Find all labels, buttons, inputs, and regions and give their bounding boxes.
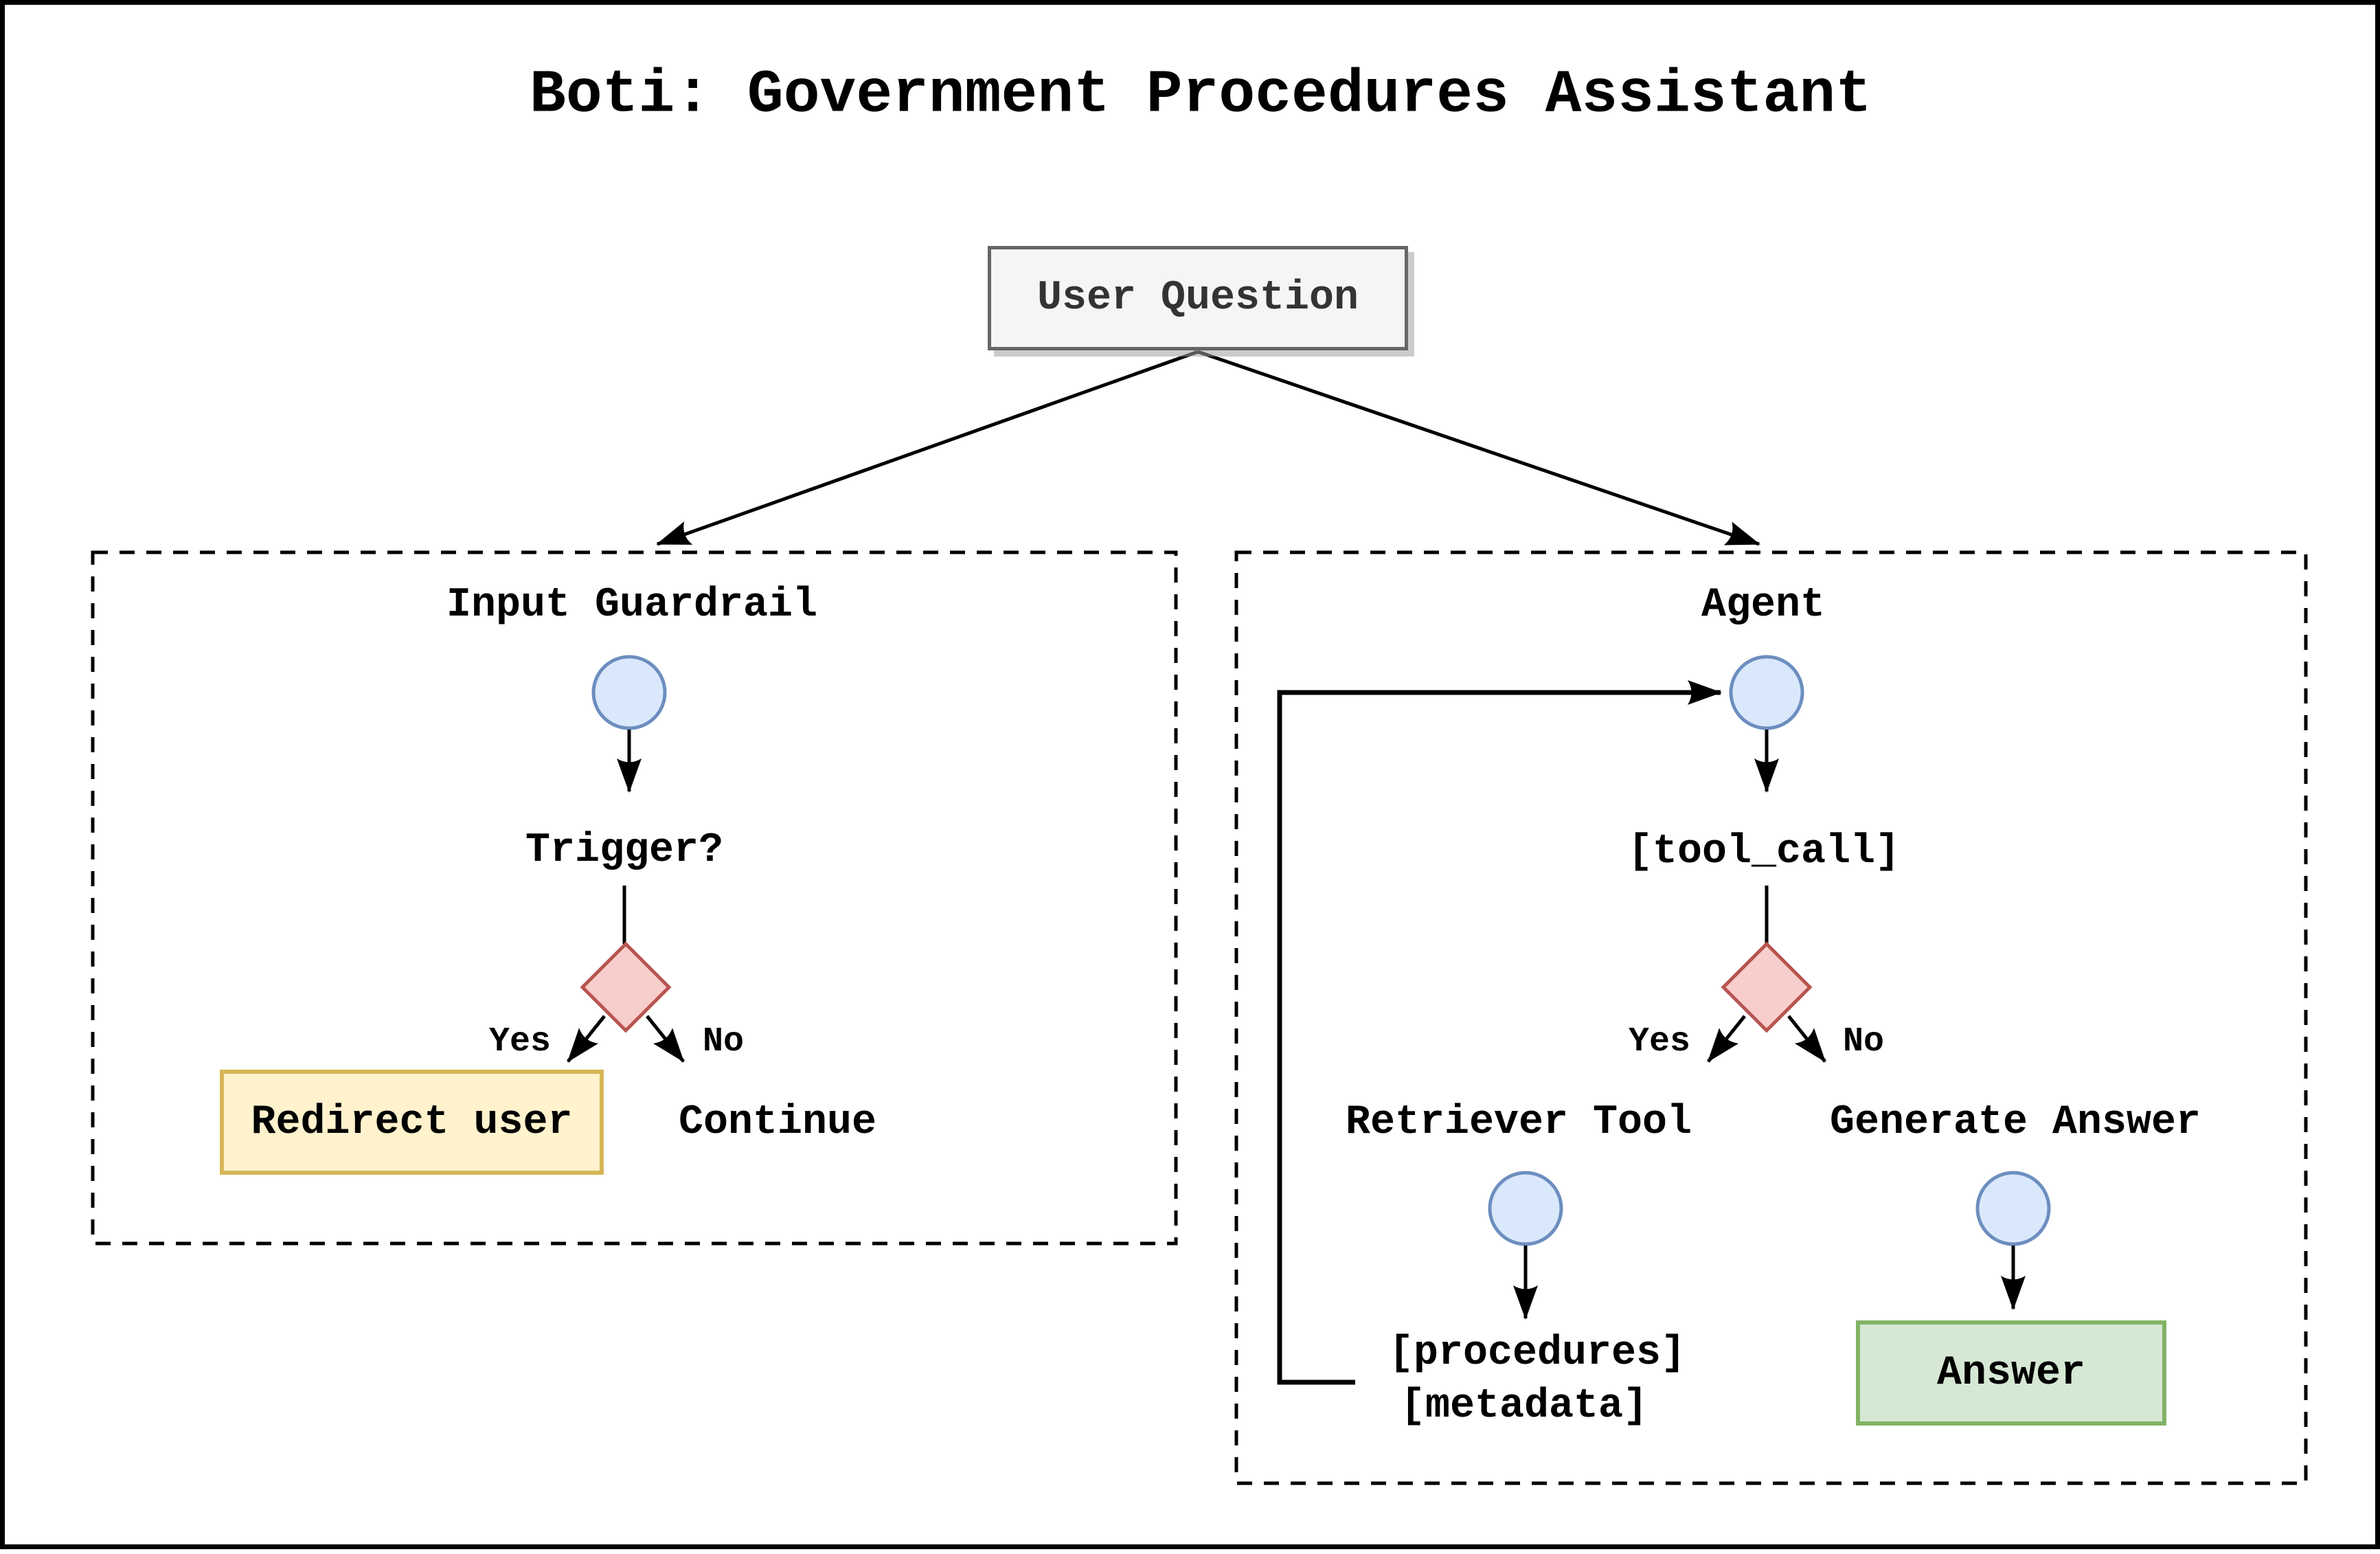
diagram-shapes-layer [91,350,2308,1485]
user-question-label: User Question [1036,275,1359,322]
guardrail-start-node [591,655,667,730]
continue-label: Continue [678,1099,877,1146]
trigger-label: Trigger? [525,827,724,874]
agent-decision-diamond [1721,941,1813,1033]
arrow-guardrail-yes [567,1015,606,1063]
guardrail-decision-diamond [580,941,672,1033]
input-guardrail-container [91,550,1178,1246]
arrow-guardrail-no [646,1015,685,1063]
input-guardrail-label: Input Guardrail [446,582,818,629]
guardrail-yes-label: Yes [488,1022,552,1061]
agent-label: Agent [1701,582,1826,629]
redirect-user-label: Redirect user [251,1099,573,1146]
arrow-agent-no [1787,1015,1826,1063]
retriever-start-node [1488,1171,1563,1246]
arrow-question-to-agent [1197,350,1760,546]
user-question-box: User Question [988,246,1408,350]
diagram-title: Boti: Government Procedures Assistant [530,61,1872,130]
agent-start-node [1729,655,1804,730]
answer-label: Answer [1936,1349,2086,1397]
arrow-question-to-guardrail [656,350,1199,546]
retriever-tool-label: Retriever Tool [1345,1099,1692,1146]
generate-start-node [1975,1171,2051,1246]
agent-yes-label: Yes [1628,1022,1691,1061]
generate-answer-label: Generate Answer [1829,1099,2201,1146]
tool-call-label: [tool_call] [1627,829,1901,875]
metadata-label: [metadata] [1400,1383,1648,1430]
arrow-agent-yes [1707,1015,1746,1063]
guardrail-no-label: No [702,1022,745,1061]
redirect-user-box: Redirect user [220,1070,604,1175]
procedures-label: [procedures] [1388,1330,1686,1377]
answer-box: Answer [1856,1320,2166,1426]
agent-no-label: No [1842,1022,1885,1061]
agent-container [1234,550,2308,1485]
arrow-loop-back-to-agent [1277,680,1722,1385]
